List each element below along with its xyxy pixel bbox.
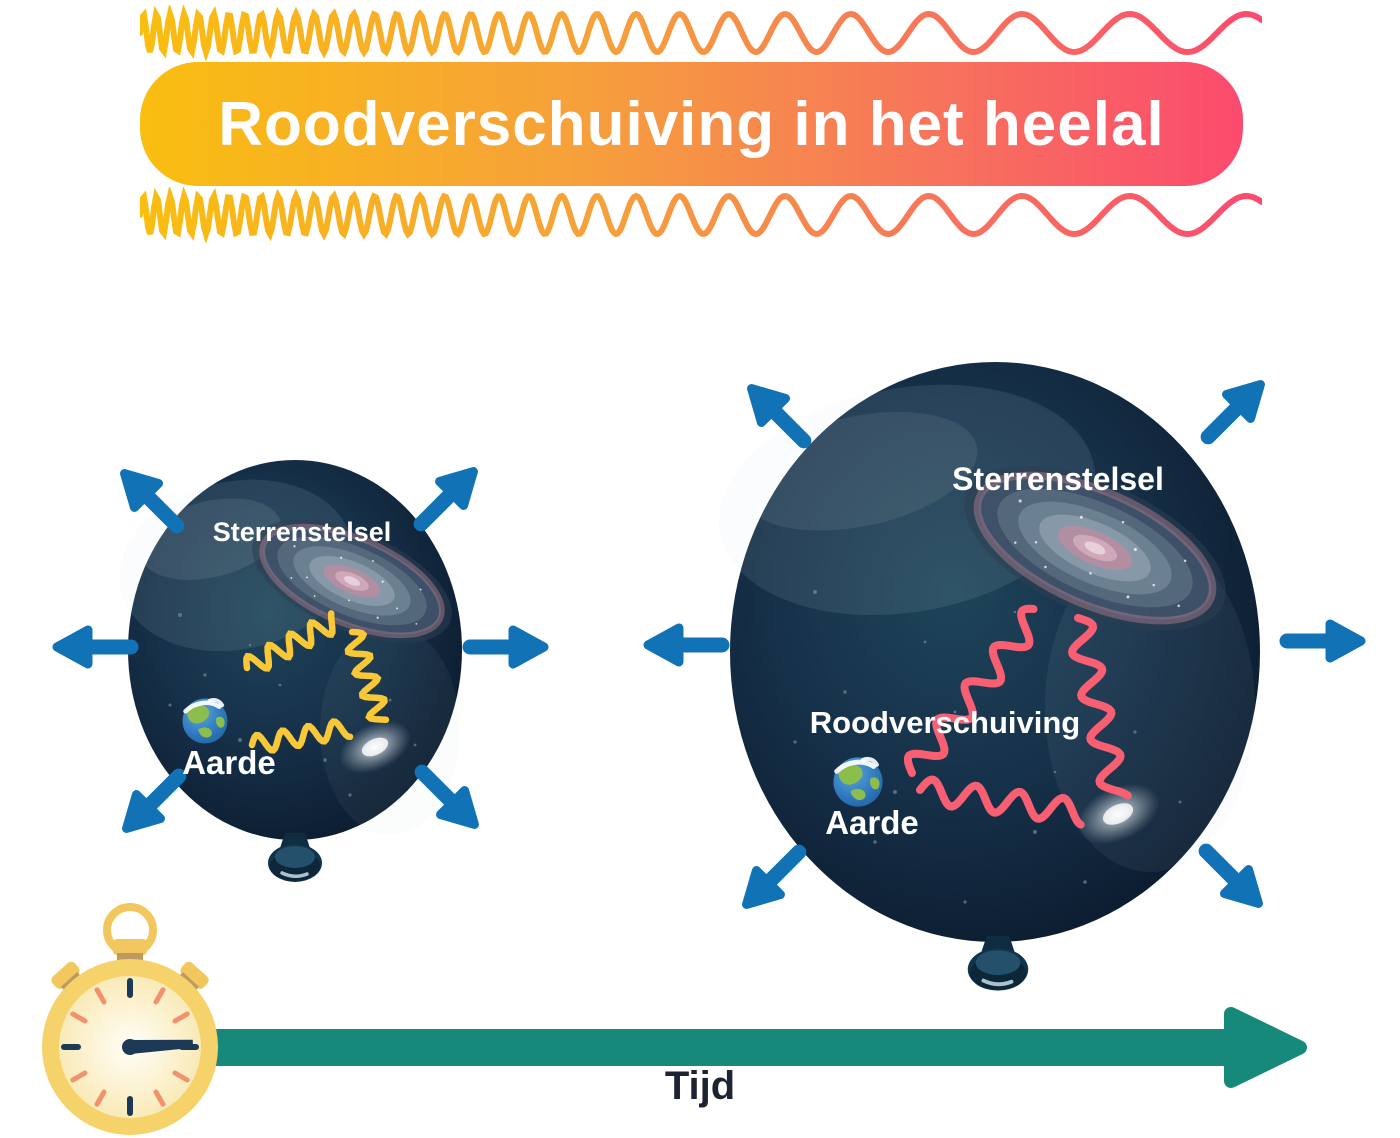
redshifted-wave-icon bbox=[903, 604, 1132, 829]
galaxy-label-small: Sterrenstelsel bbox=[212, 517, 392, 547]
stars bbox=[793, 590, 1182, 904]
expansion-arrow-icon bbox=[409, 460, 485, 536]
short-wavelength-wave-icon bbox=[243, 610, 390, 754]
stopwatch-hand bbox=[122, 1039, 194, 1055]
light-wave-bottom-icon bbox=[140, 187, 1262, 243]
expansion-arrow-icon bbox=[1196, 373, 1272, 449]
expansion-arrow-icon bbox=[648, 628, 722, 662]
earth-label-large: Aarde bbox=[825, 804, 919, 841]
time-axis-label: Tijd bbox=[664, 1064, 736, 1108]
earth-label-small: Aarde bbox=[182, 744, 276, 781]
expansion-arrow-icon bbox=[1194, 839, 1270, 915]
redshift-label: Roodverschuiving bbox=[809, 705, 1081, 740]
timeline-arrow-icon bbox=[213, 1007, 1307, 1088]
title-banner: Roodverschuiving in het heelal bbox=[140, 62, 1243, 186]
stopwatch-icon bbox=[42, 903, 218, 1135]
balloon-knot-icon bbox=[266, 831, 324, 884]
expansion-arrow-icon bbox=[470, 630, 544, 664]
balloon-knot-icon bbox=[965, 933, 1031, 993]
page-title: Roodverschuiving in het heelal bbox=[218, 89, 1165, 159]
galaxy-label-large: Sterrenstelsel bbox=[952, 461, 1164, 497]
earth-icon bbox=[183, 699, 228, 744]
expansion-arrow-icon bbox=[735, 840, 811, 916]
balloon-universe-large bbox=[648, 362, 1361, 993]
light-wave-top-icon bbox=[140, 5, 1262, 61]
expansion-arrow-icon bbox=[1287, 624, 1361, 658]
expansion-arrow-icon bbox=[57, 630, 131, 664]
expansion-arrow-icon bbox=[115, 764, 191, 840]
balloon-universe-small bbox=[57, 459, 544, 884]
earth-icon bbox=[833, 757, 882, 806]
